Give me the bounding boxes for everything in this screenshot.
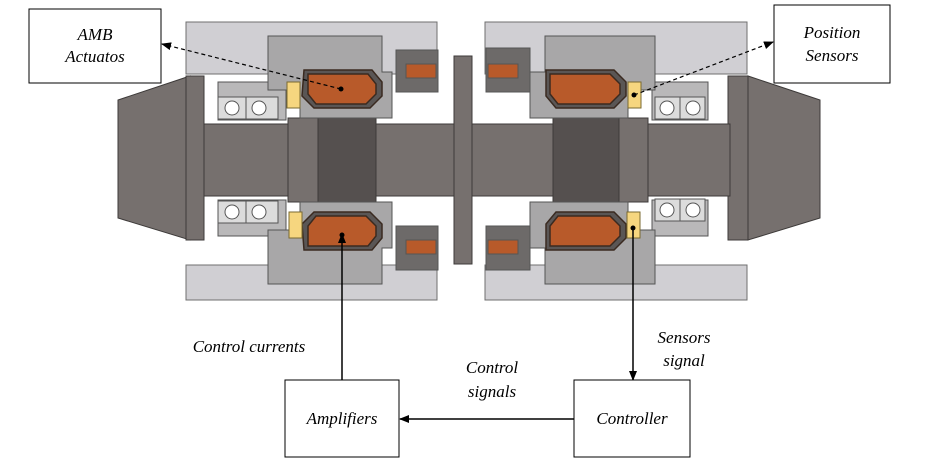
thrust-disk <box>453 55 473 265</box>
control-currents-label: Control currents <box>193 337 306 356</box>
amb-label-line1: AMB <box>77 25 114 44</box>
callout-lines <box>161 41 774 98</box>
pos-label-line2: Sensors <box>806 46 859 65</box>
shaft-flange-right <box>727 75 749 241</box>
shaft-step-right <box>617 117 649 203</box>
sensor-callout-line <box>633 41 774 96</box>
pos-label-line1: Position <box>803 23 861 42</box>
sensor-top-left <box>286 81 301 109</box>
position-sensors-label: Position Sensors <box>773 4 891 84</box>
amb-actuators-label: AMB Actuatos <box>28 8 162 84</box>
controller-box <box>573 379 691 458</box>
shaft-end-left <box>117 75 191 241</box>
control-signals-label-line1: Control <box>466 358 519 377</box>
shaft-step-left <box>287 117 319 203</box>
rotor-shaft <box>117 55 821 265</box>
shaft-end-right <box>747 75 821 241</box>
amb-label-line2: Actuatos <box>64 47 125 66</box>
amplifiers-label: Amplifiers <box>306 409 378 428</box>
amb-callout-line <box>161 42 342 90</box>
controller-label: Controller <box>596 409 668 428</box>
sensors-signal-label-line2: signal <box>663 351 705 370</box>
shaft-flange-left <box>185 75 205 241</box>
control-signals-label-line2: signals <box>468 382 517 401</box>
control-loop: Amplifiers Controller Control currents S… <box>193 225 711 458</box>
auxiliary-bearings <box>217 81 709 237</box>
amplifiers-box <box>284 379 400 458</box>
rotor-lamination-right <box>552 117 620 203</box>
sensor-bottom-left <box>288 211 303 239</box>
sensors-signal-label-line1: Sensors <box>658 328 711 347</box>
rotor-lamination-left <box>317 117 377 203</box>
